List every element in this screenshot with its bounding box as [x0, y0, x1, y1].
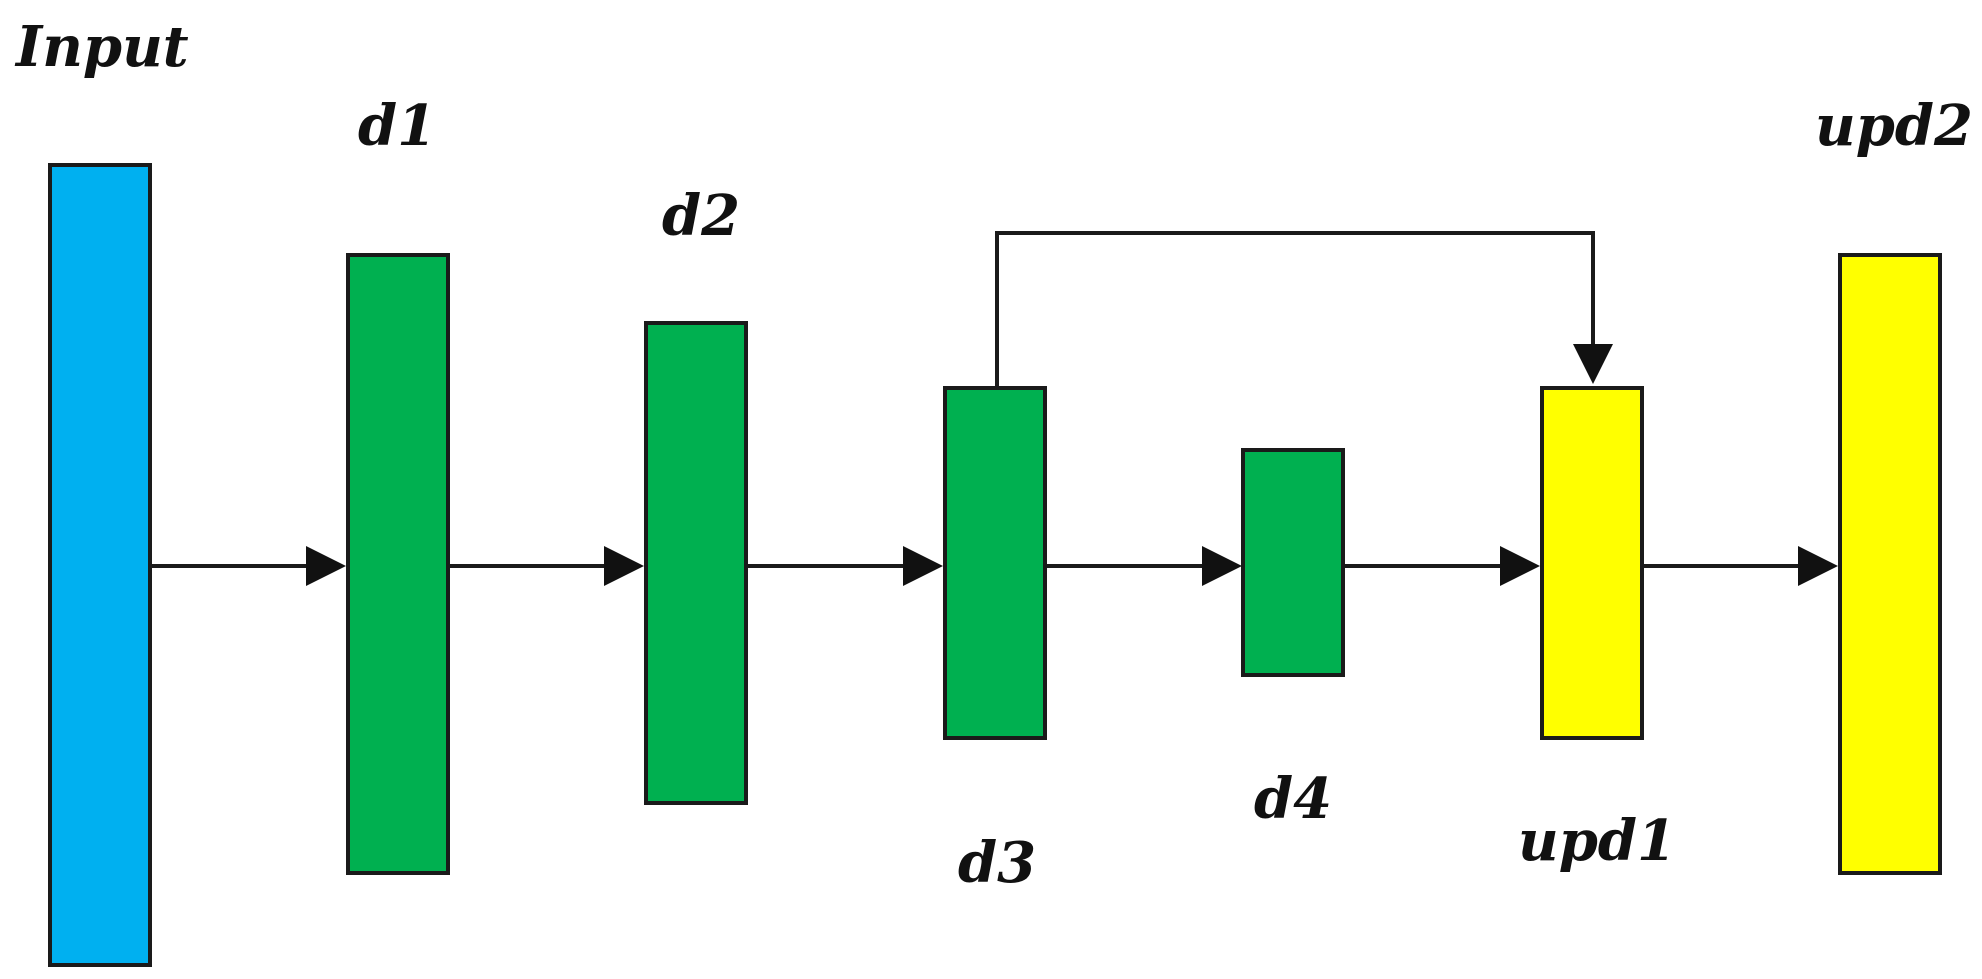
label-d4: d4 — [1254, 766, 1332, 832]
skip-connection-d3-upd1 — [995, 231, 1613, 388]
label-upd2: upd2 — [1815, 93, 1973, 159]
block-d4 — [1241, 448, 1345, 677]
block-d1 — [346, 253, 450, 875]
label-d1: d1 — [358, 93, 436, 159]
block-upd2 — [1838, 253, 1942, 875]
block-d3 — [943, 386, 1047, 740]
label-d3: d3 — [958, 830, 1036, 896]
block-upd1 — [1540, 386, 1644, 740]
label-upd1: upd1 — [1518, 808, 1676, 874]
block-d2 — [644, 321, 748, 805]
block-input — [48, 163, 152, 967]
label-d2: d2 — [662, 183, 740, 249]
label-input: Input — [14, 14, 189, 80]
